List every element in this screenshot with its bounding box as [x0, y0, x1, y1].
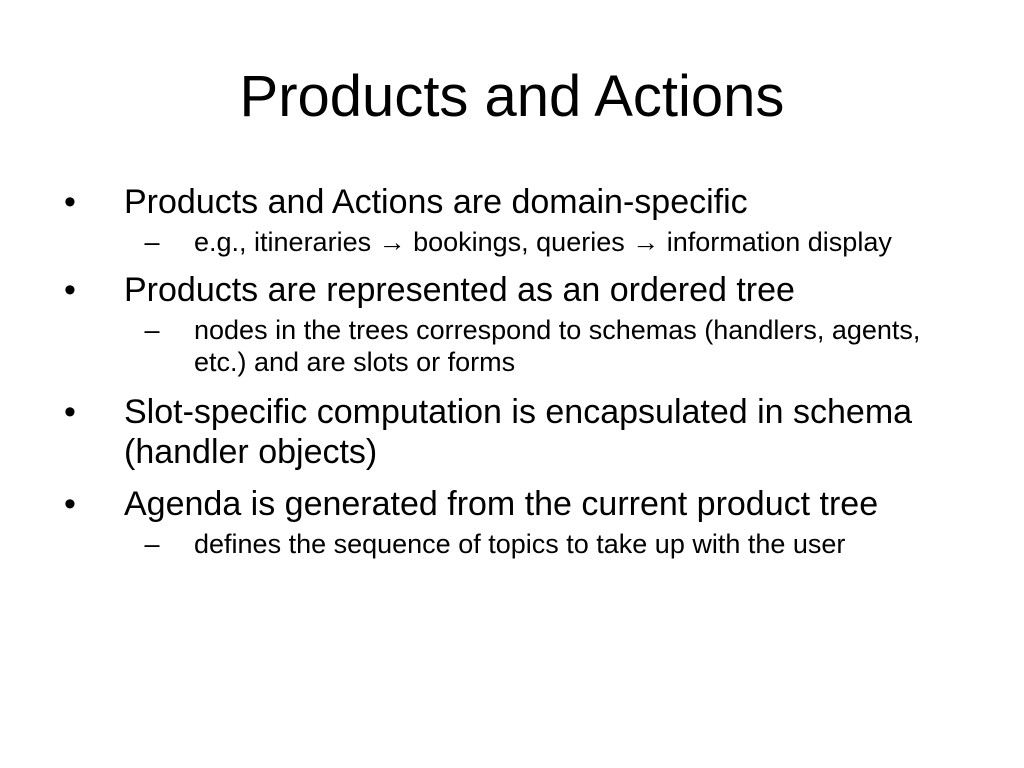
sub-bullet-item: – defines the sequence of topics to take… — [0, 528, 964, 560]
sub-bullet-item: – e.g., itineraries → bookings, queries … — [0, 226, 964, 258]
bullet-text: Slot-specific computation is encapsulate… — [124, 393, 913, 471]
sub-bullet-text: nodes in the trees correspond to schemas… — [194, 315, 921, 377]
bullet-item: • Products and Actions are domain-specif… — [0, 182, 954, 222]
sub-bullet-item: – nodes in the trees correspond to schem… — [0, 314, 964, 378]
sub-bullet-text: e.g., itineraries → bookings, queries → … — [194, 227, 892, 257]
bullet-text: Products and Actions are domain-specific — [124, 183, 748, 221]
bullet-text: Products are represented as an ordered t… — [124, 271, 795, 309]
sub-bullet-marker: – — [144, 227, 160, 257]
bullet-marker: • — [64, 485, 76, 523]
bullet-marker: • — [64, 183, 76, 221]
bullet-marker: • — [64, 271, 76, 309]
bullet-text: Agenda is generated from the current pro… — [124, 485, 879, 523]
bullet-item: • Products are represented as an ordered… — [0, 270, 954, 310]
sub-bullet-text: defines the sequence of topics to take u… — [194, 529, 846, 559]
sub-bullet-marker: – — [144, 315, 160, 345]
slide-title: Products and Actions — [239, 64, 785, 129]
bullet-item: • Slot-specific computation is encapsula… — [0, 392, 954, 472]
sub-bullet-marker: – — [144, 529, 160, 559]
bullet-list: • Products and Actions are domain-specif… — [0, 180, 1024, 572]
bullet-item: • Agenda is generated from the current p… — [0, 484, 954, 524]
bullet-marker: • — [64, 393, 76, 431]
